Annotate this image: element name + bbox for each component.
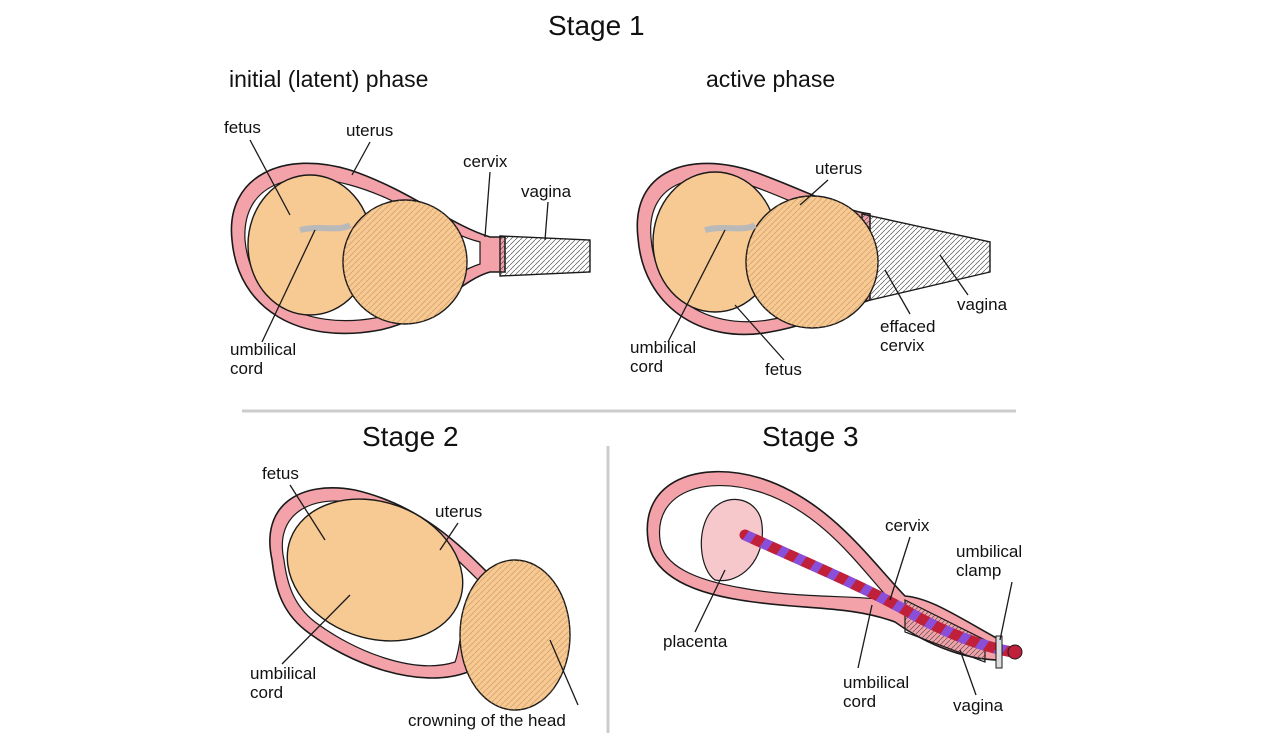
latent-vagina (500, 236, 590, 276)
active-uterus-label: uterus (815, 159, 862, 178)
stage-2-title: Stage 2 (362, 421, 459, 453)
latent-uterus-label: uterus (346, 121, 393, 140)
stage3-placenta-label: placenta (663, 632, 727, 651)
latent-umbilical-cord-label: umbilical cord (230, 340, 296, 378)
stage-3-title: Stage 3 (762, 421, 859, 453)
active-fetus-label: fetus (765, 360, 802, 379)
stage3-umbilical-clamp-label: umbilical clamp (956, 542, 1022, 580)
stage2-uterus-label: uterus (435, 502, 482, 521)
stage-1-title: Stage 1 (548, 10, 645, 42)
active-effaced-cervix (862, 214, 990, 302)
latent-phase-title: initial (latent) phase (229, 66, 428, 93)
stage2-fetus-label: fetus (262, 464, 299, 483)
active-effaced-cervix-label: effaced cervix (880, 317, 935, 355)
latent-cervix-label: cervix (463, 152, 507, 171)
active-vagina-label: vagina (957, 295, 1007, 314)
stage2-crowning-label: crowning of the head (408, 711, 566, 730)
latent-fetus-label: fetus (224, 118, 261, 137)
stage3-vagina-label: vagina (953, 696, 1003, 715)
active-umbilical-cord-label: umbilical cord (630, 338, 696, 376)
stage3-umbilical-cord-label: umbilical cord (843, 673, 909, 711)
active-phase-illustration (637, 163, 990, 334)
stage3-cervix-label: cervix (885, 516, 929, 535)
active-phase-title: active phase (706, 66, 835, 93)
stage3-umbilical-clamp (996, 636, 1002, 668)
stage2-umbilical-cord-label: umbilical cord (250, 664, 316, 702)
latent-vagina-label: vagina (521, 182, 571, 201)
